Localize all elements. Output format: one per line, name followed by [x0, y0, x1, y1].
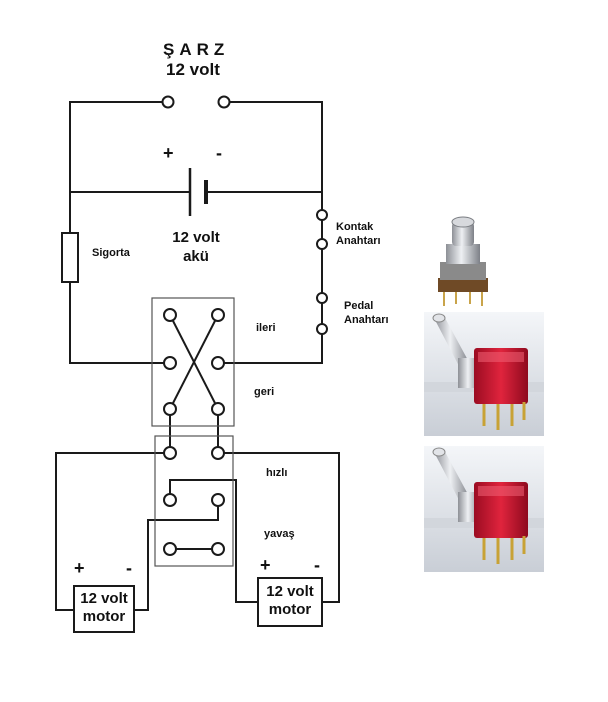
fast-label: hızlı	[266, 467, 288, 479]
direction-switch-terminals	[163, 308, 225, 416]
cross-wire-2	[169, 314, 219, 410]
charge-voltage: 12 volt	[166, 60, 220, 79]
pedal-label-line2: Anahtarı	[344, 314, 389, 326]
motor-right-line1: 12 volt	[266, 583, 314, 600]
pedal-switch-label: Pedal Anahtarı	[344, 299, 389, 327]
reverse-label: geri	[254, 386, 275, 398]
charge-terminal-right	[217, 95, 231, 109]
pedal-label-line1: Pedal	[344, 300, 374, 312]
motor-right-plus: +	[260, 555, 271, 575]
ignition-switch-terminals	[316, 209, 328, 250]
wires	[55, 101, 340, 611]
motor-left-line2: motor	[82, 608, 126, 625]
charge-wire-left	[69, 101, 168, 192]
motor-right-feed-outer	[218, 452, 340, 603]
motor-right-feed-inner	[169, 479, 258, 603]
ignition-label-line2: Anahtarı	[336, 235, 381, 247]
charge-terminal-left	[161, 95, 175, 109]
direction-switch-body	[151, 297, 235, 427]
battery-symbol	[188, 168, 208, 216]
motor-left-box	[73, 585, 135, 633]
motor-left-minus: -	[126, 558, 132, 578]
fuse-symbol	[61, 232, 79, 283]
battery-label: 12 volt akü	[163, 228, 229, 266]
ignition-label-line1: Kontak	[336, 221, 374, 233]
pedal-switch-terminals	[316, 292, 328, 335]
charge-wire-right	[224, 101, 323, 192]
charge-title: ŞARZ	[163, 40, 230, 59]
motor-right-minus: -	[314, 555, 320, 575]
motor-left-line1: 12 volt	[80, 590, 128, 607]
pedal-wire-bottom	[218, 329, 323, 364]
push-button-switch-icon	[438, 216, 488, 306]
motor-right-box	[257, 577, 323, 627]
forward-label: ileri	[256, 322, 276, 334]
fuse-wire-bottom	[69, 282, 170, 364]
motor-left-plus: +	[74, 558, 85, 578]
slow-label: yavaş	[264, 528, 295, 540]
motor-right-label: 12 volt motor	[258, 583, 322, 619]
toggle-switch-icon	[424, 446, 544, 572]
ignition-switch-label: Kontak Anahtarı	[336, 220, 381, 248]
speed-switch-body	[154, 435, 234, 567]
speed-switch-terminals	[163, 446, 225, 556]
toggle-switch-icon	[424, 312, 544, 436]
motor-left-label: 12 volt motor	[74, 590, 134, 626]
motor-right-line2: motor	[268, 601, 312, 618]
battery-plus-sign: +	[163, 143, 174, 163]
battery-minus-sign: -	[216, 143, 222, 163]
battery-label-line1: 12 volt	[172, 229, 220, 246]
battery-label-line2: akü	[183, 248, 209, 265]
motor-left-feed-outer	[55, 452, 170, 611]
motor-left-feed-inner	[132, 500, 219, 611]
fuse-label: Sigorta	[92, 247, 130, 259]
